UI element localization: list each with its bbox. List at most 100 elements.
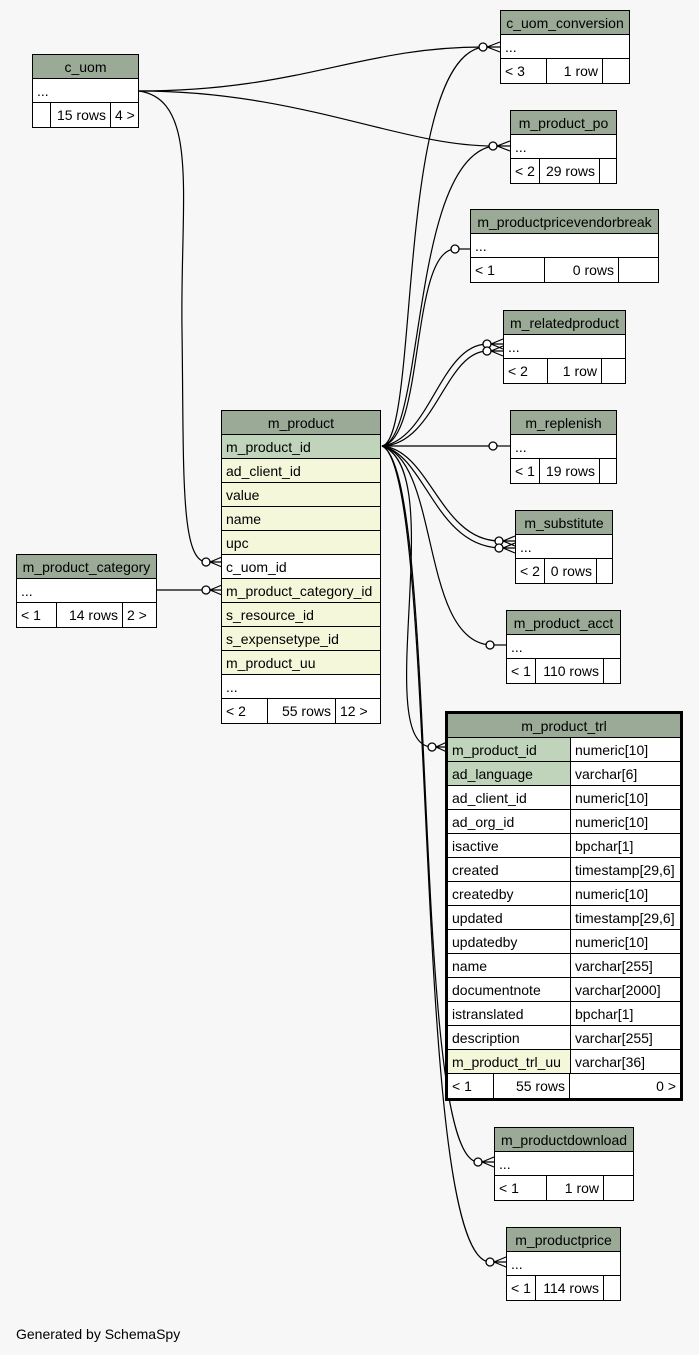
table-m_substitute[interactable]: m_substitute ... < 2 0 rows xyxy=(515,510,613,584)
table-header: m_productdownload xyxy=(495,1128,633,1152)
footer-row-count: 110 rows xyxy=(536,659,604,683)
table-footer: < 1 0 rows xyxy=(471,258,658,282)
column-description: description xyxy=(452,1029,520,1046)
column-type: bpchar[1] xyxy=(570,834,680,857)
column-istranslated: istranslated xyxy=(452,1005,524,1022)
column-name: name xyxy=(226,510,262,527)
table-name: m_substitute xyxy=(524,514,604,531)
table-m_productprice[interactable]: m_productprice ... < 1 114 rows xyxy=(506,1227,621,1301)
table-footer: 15 rows 4 > xyxy=(33,103,138,127)
edge-c_uom-to-c_uom_conversion xyxy=(138,46,484,92)
footer-row-count: 55 rows xyxy=(268,699,336,723)
edge-m_product-to-relatedproduct-b xyxy=(381,350,488,447)
table-c_uom_conversion[interactable]: c_uom_conversion ... < 3 1 row xyxy=(500,10,630,84)
table-m_product_po[interactable]: m_product_po ... < 2 29 rows xyxy=(510,110,617,184)
table-name: c_uom_conversion xyxy=(506,14,624,31)
edge-m_product-to-product_trl xyxy=(381,445,433,748)
table-footer: < 2 1 row xyxy=(504,359,625,383)
edge-c_uom-to-m_product xyxy=(138,90,207,563)
table-header: m_product_acct xyxy=(507,611,620,635)
table-m_product[interactable]: m_product m_product_id ad_client_id valu… xyxy=(221,410,381,724)
table-name: m_relatedproduct xyxy=(510,314,619,331)
table-header: m_replenish xyxy=(511,411,616,435)
column-ellipsis: ... xyxy=(37,82,49,99)
footer-children xyxy=(604,659,620,683)
column-ellipsis: ... xyxy=(21,582,33,599)
table-footer: < 2 0 rows xyxy=(516,559,612,583)
column-ellipsis: ... xyxy=(520,538,532,555)
edge-m_product-to-product_acct xyxy=(381,445,491,646)
column-ellipsis: ... xyxy=(508,338,520,355)
footer-children xyxy=(604,1176,633,1200)
footer-row-count: 14 rows xyxy=(57,603,123,627)
table-footer: < 2 29 rows xyxy=(511,159,616,183)
footer-children: 12 > xyxy=(340,703,368,719)
column-upc: upc xyxy=(226,534,249,551)
table-header: m_substitute xyxy=(516,511,612,535)
column-m_product_uu: m_product_uu xyxy=(226,654,316,671)
column-ellipsis: ... xyxy=(505,38,517,55)
table-name: m_product_po xyxy=(518,114,609,131)
footer-parents: < 1 xyxy=(507,659,536,683)
edge-m_product-to-m_product_po xyxy=(381,145,494,447)
table-header: m_productpricevendorbreak xyxy=(471,210,658,234)
table-footer: < 1 110 rows xyxy=(507,659,620,683)
footer-children xyxy=(602,359,625,383)
footer-children xyxy=(600,459,616,483)
footer-row-count: 0 rows xyxy=(545,258,619,282)
footer-children xyxy=(604,1276,620,1300)
footer-row-count: 1 row xyxy=(547,1176,604,1200)
column-updatedby: updatedby xyxy=(452,933,518,950)
footer-parents: < 1 xyxy=(471,258,545,282)
table-header: m_product_category xyxy=(17,555,156,579)
edge-c_uom-to-m_product_po xyxy=(138,90,494,147)
footer-row-count: 1 row xyxy=(547,59,603,83)
table-name: m_product_acct xyxy=(513,614,614,631)
column-type: varchar[6] xyxy=(570,762,680,785)
column-type: numeric[10] xyxy=(570,786,680,809)
table-m_productdownload[interactable]: m_productdownload ... < 1 1 row xyxy=(494,1127,634,1201)
table-m_product_category[interactable]: m_product_category ... < 1 14 rows 2 > xyxy=(16,554,157,628)
table-m_product_acct[interactable]: m_product_acct ... < 1 110 rows xyxy=(506,610,621,684)
column-createdby: createdby xyxy=(452,885,514,902)
table-footer: < 1 114 rows xyxy=(507,1276,620,1300)
column-ad_org_id: ad_org_id xyxy=(452,813,515,830)
table-footer: < 2 55 rows 12 > xyxy=(222,699,380,723)
table-name: m_product_trl xyxy=(521,717,607,734)
table-m_productpricevendorbreak[interactable]: m_productpricevendorbreak ... < 1 0 rows xyxy=(470,209,659,283)
column-type: numeric[10] xyxy=(570,738,680,761)
table-c_uom[interactable]: c_uom ... 15 rows 4 > xyxy=(32,54,139,128)
column-ellipsis: ... xyxy=(475,237,487,254)
table-header: m_product xyxy=(222,411,380,435)
table-header: m_product_trl xyxy=(448,714,680,738)
footer-row-count: 29 rows xyxy=(540,159,600,183)
footer-row-count: 114 rows xyxy=(536,1276,604,1300)
table-footer: < 1 55 rows 0 > xyxy=(448,1074,680,1098)
table-m_relatedproduct[interactable]: m_relatedproduct ... < 2 1 row xyxy=(503,310,626,384)
column-ad_language: ad_language xyxy=(448,762,570,785)
column-type: bpchar[1] xyxy=(570,1002,680,1025)
table-m_replenish[interactable]: m_replenish ... < 1 19 rows xyxy=(510,410,617,484)
column-type: numeric[10] xyxy=(570,810,680,833)
footer-parents: < 2 xyxy=(222,699,268,723)
footer-parents: < 1 xyxy=(495,1176,547,1200)
edge-m_product-to-substitute-a xyxy=(381,445,500,542)
column-type: varchar[36] xyxy=(570,1050,680,1073)
column-ellipsis: ... xyxy=(511,638,523,655)
column-documentnote: documentnote xyxy=(452,981,541,998)
footer-parents: < 2 xyxy=(504,359,548,383)
column-type: varchar[255] xyxy=(570,1026,680,1049)
table-header: m_relatedproduct xyxy=(504,311,625,335)
edge-m_product-to-substitute-b xyxy=(381,445,500,549)
footer-row-count: 0 rows xyxy=(545,559,597,583)
table-footer: < 1 14 rows 2 > xyxy=(17,603,156,627)
footer-children: 2 > xyxy=(127,607,147,623)
footer-parents: < 1 xyxy=(448,1074,494,1098)
column-type: numeric[10] xyxy=(570,930,680,953)
column-isactive: isactive xyxy=(452,837,499,854)
footer-children xyxy=(600,159,616,183)
table-name: m_product_category xyxy=(22,558,151,575)
column-created: created xyxy=(452,861,499,878)
